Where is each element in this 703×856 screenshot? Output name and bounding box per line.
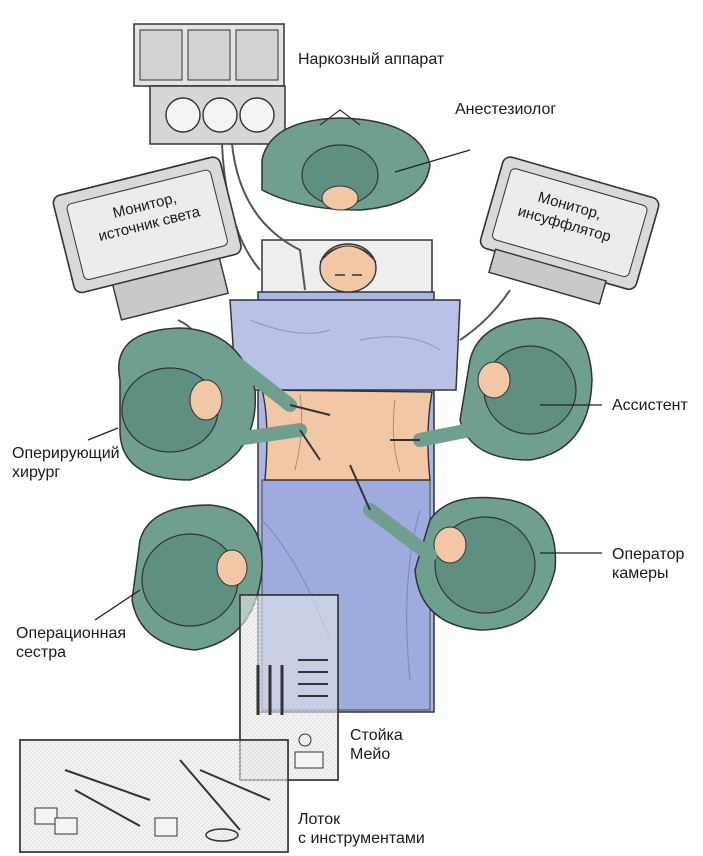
label-anesthesia-machine: Наркозный аппарат <box>298 50 444 69</box>
label-camera-operator: Оператор камеры <box>612 545 684 583</box>
anesthesiologist-figure <box>262 110 430 210</box>
label-anesthesiologist: Анестезиолог <box>455 100 556 119</box>
label-assistant: Ассистент <box>612 396 688 415</box>
label-mayo-stand: Стойка Мейо <box>350 726 403 764</box>
label-operating-surgeon: Оперирующий хирург <box>12 444 120 482</box>
instrument-tray <box>20 740 288 852</box>
label-scrub-nurse: Операционная сестра <box>16 624 126 662</box>
label-instrument-tray: Лоток с инструментами <box>298 810 425 848</box>
